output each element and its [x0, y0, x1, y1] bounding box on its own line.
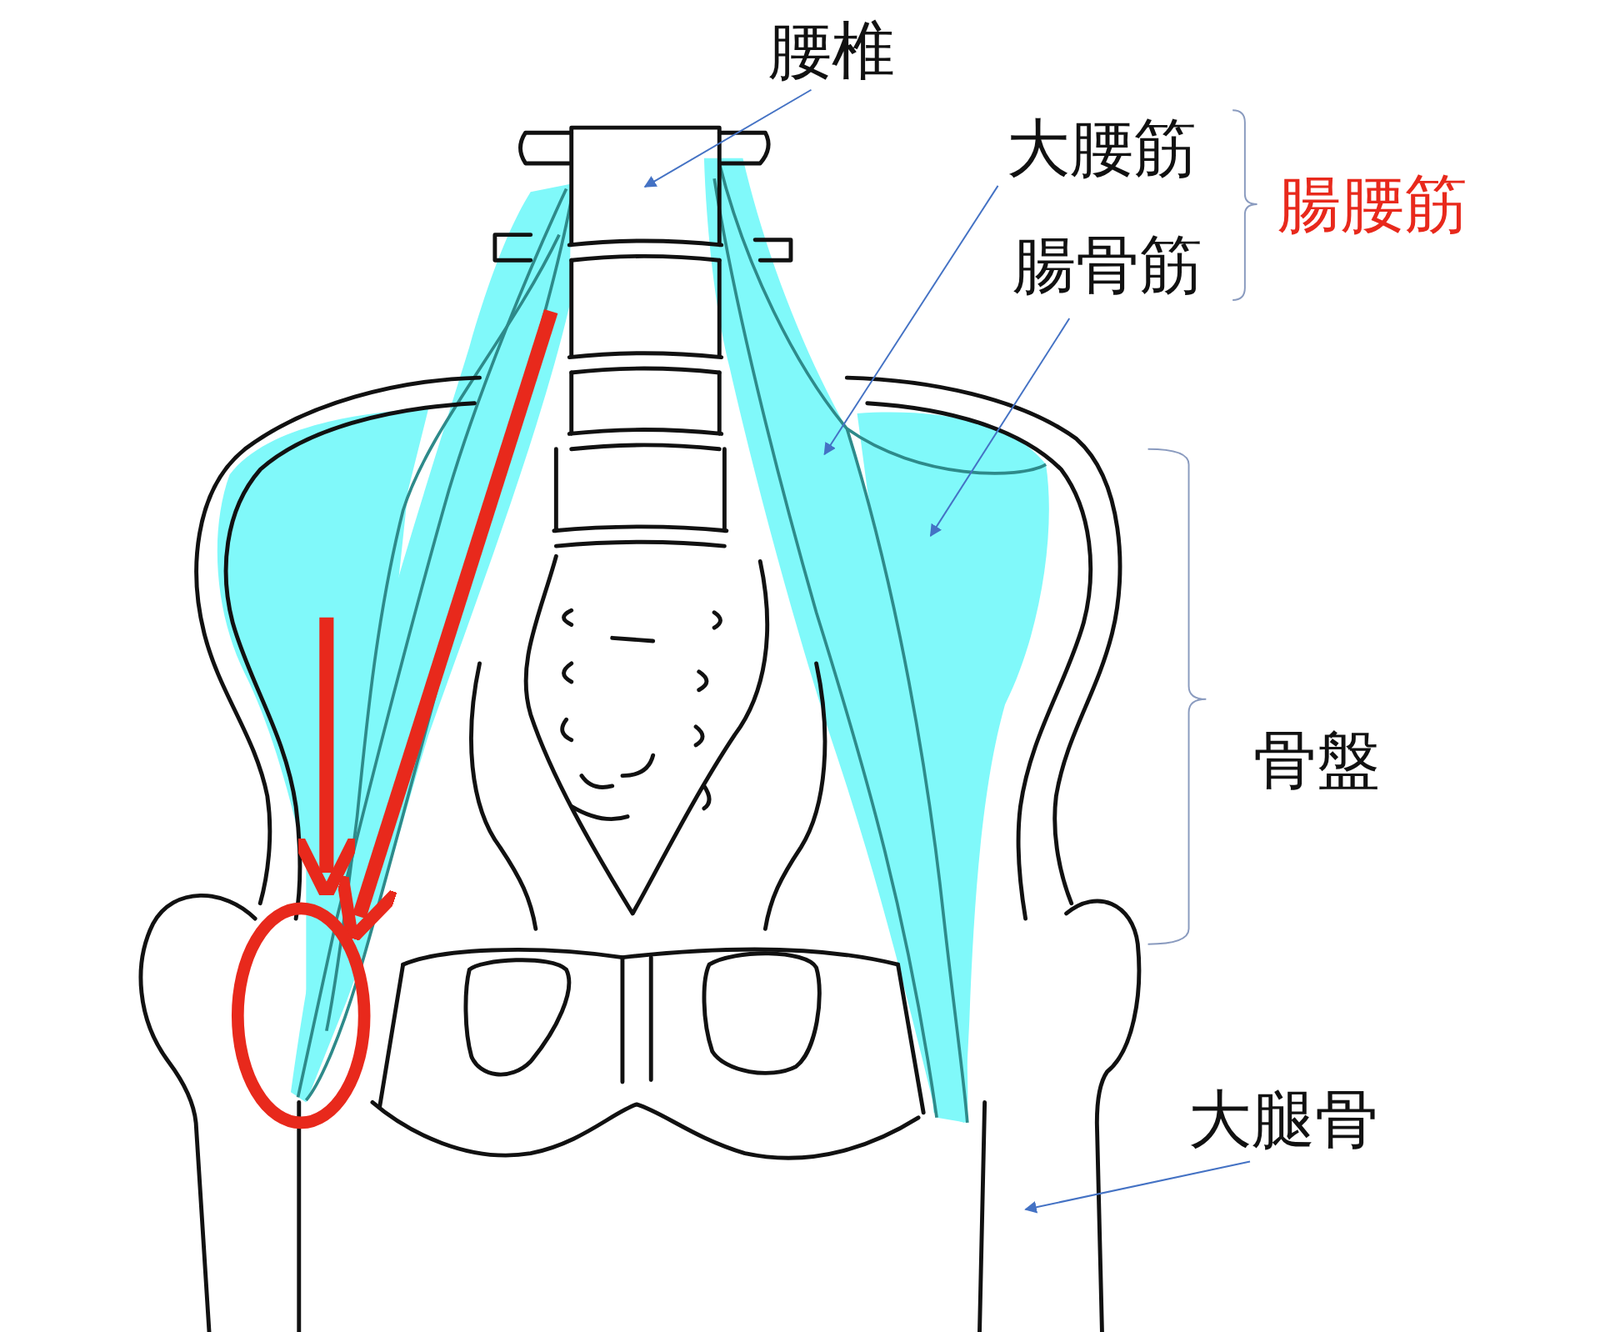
outline	[846, 428, 1046, 474]
sacrum	[525, 555, 768, 914]
leader-line	[645, 90, 812, 187]
leader-line	[930, 318, 1070, 536]
vertebra	[569, 127, 721, 260]
vertebra	[569, 260, 721, 373]
part-label: 腰椎	[768, 15, 895, 86]
outline	[719, 163, 968, 1123]
leader-line	[1025, 1160, 1250, 1210]
arrow	[359, 310, 551, 916]
bracket	[1148, 449, 1207, 945]
arrow	[319, 617, 334, 873]
obturator-foramen	[704, 953, 820, 1074]
outline	[326, 235, 560, 1031]
vertebra	[719, 132, 769, 164]
pubis	[372, 1101, 919, 1158]
outline	[714, 178, 937, 1118]
group-label: 腸腰筋	[1277, 169, 1468, 240]
pelvis-inner	[867, 403, 1091, 919]
muscle-outline	[298, 163, 1047, 1123]
bracket	[1232, 110, 1257, 300]
leader-lines	[645, 90, 1250, 1210]
bone-outline	[140, 127, 1140, 1332]
psoas-right	[704, 158, 968, 1123]
outline	[305, 199, 571, 1100]
femur	[296, 1101, 301, 1332]
pubis	[403, 949, 899, 965]
femur	[1066, 900, 1140, 1332]
leader-line	[824, 185, 998, 455]
force-arrows	[237, 310, 551, 1122]
part-label: 大腿骨	[1188, 1084, 1379, 1155]
vertebra-process	[495, 235, 791, 261]
sacrum-foramina	[562, 610, 721, 819]
part-label: 骨盤	[1253, 725, 1380, 795]
pubic-symphysis	[622, 957, 651, 1082]
pelvis-rim	[765, 663, 825, 929]
insertion-circle	[237, 908, 365, 1123]
obturator-foramen	[465, 960, 570, 1075]
femur	[140, 895, 255, 1332]
vertebra	[520, 132, 571, 164]
pubis	[380, 964, 925, 1113]
vertebra	[554, 449, 727, 546]
part-label: 大腰筋	[1006, 113, 1197, 184]
femur	[980, 1101, 985, 1332]
pelvis-rim	[470, 663, 535, 929]
vertebra	[569, 372, 721, 450]
muscle-fill	[217, 158, 1050, 1123]
part-label: 腸骨筋	[1012, 230, 1203, 301]
